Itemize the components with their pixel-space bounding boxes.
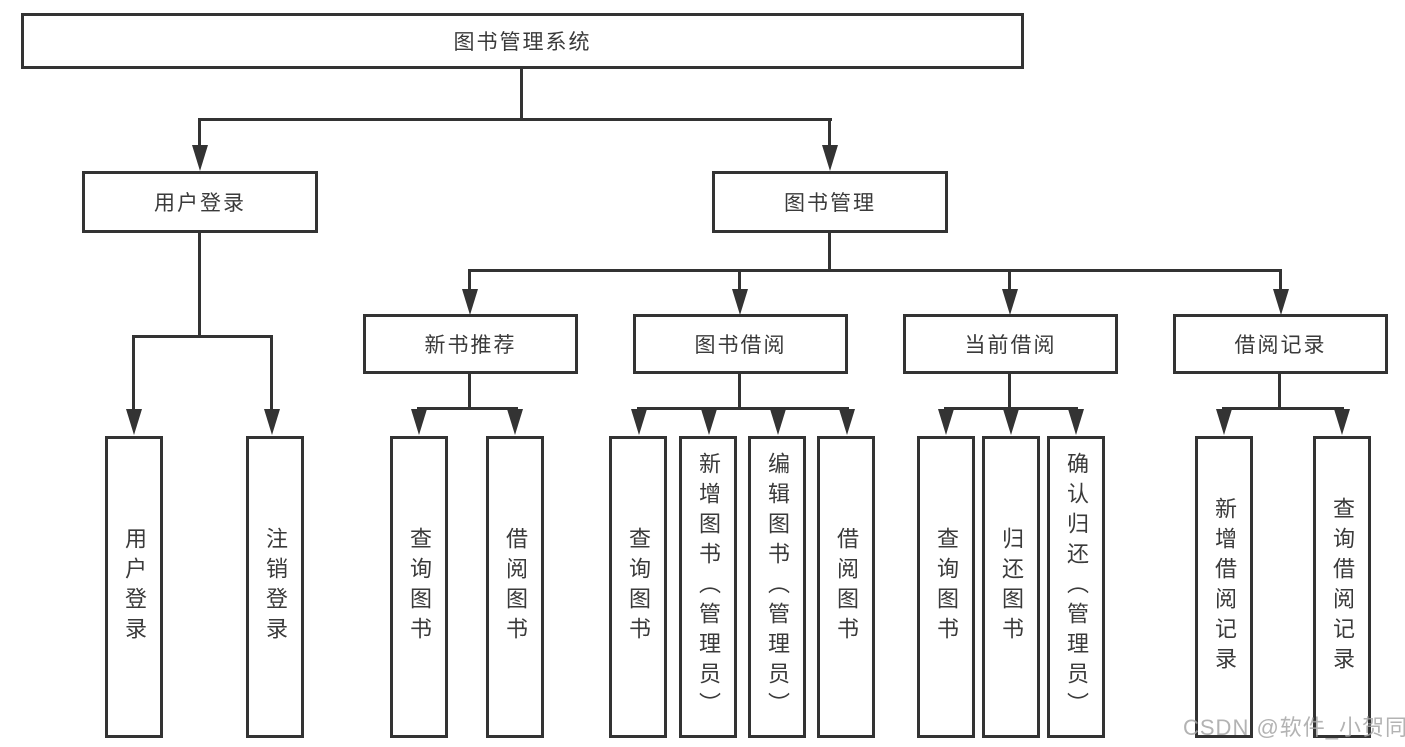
connector-line	[738, 269, 741, 293]
connector-line	[637, 407, 849, 410]
leaf-query-books-current: 查询图书	[917, 436, 975, 738]
leaf-user-login: 用户登录	[105, 436, 163, 738]
arrow-down-icon	[1216, 409, 1232, 435]
node-label: 查询图书	[407, 527, 432, 647]
arrow-down-icon	[770, 409, 786, 435]
node-new-book-recommend: 新书推荐	[363, 314, 578, 374]
node-label: 用户登录	[122, 527, 147, 647]
node-label: 注销登录	[263, 527, 288, 647]
arrow-down-icon	[264, 409, 280, 435]
node-label: 查询图书	[934, 527, 959, 647]
connector-line	[1008, 373, 1011, 409]
connector-line	[132, 335, 273, 338]
connector-line	[738, 373, 741, 409]
leaf-confirm-return-admin: 确认归还（管理员）	[1047, 436, 1105, 738]
node-current-borrow: 当前借阅	[903, 314, 1118, 374]
leaf-query-books-recommend: 查询图书	[390, 436, 448, 738]
leaf-return-book: 归还图书	[982, 436, 1040, 738]
arrow-down-icon	[938, 409, 954, 435]
connector-line	[1008, 269, 1011, 293]
connector-line	[1222, 407, 1344, 410]
connector-line	[468, 269, 1282, 272]
leaf-query-borrow-record: 查询借阅记录	[1313, 436, 1371, 738]
arrow-down-icon	[192, 145, 208, 171]
arrow-down-icon	[839, 409, 855, 435]
leaf-borrow-books-recommend: 借阅图书	[486, 436, 544, 738]
connector-line	[828, 118, 831, 148]
arrow-down-icon	[1068, 409, 1084, 435]
connector-line	[468, 269, 471, 293]
arrow-down-icon	[1003, 409, 1019, 435]
arrow-down-icon	[1273, 289, 1289, 315]
connector-line	[198, 118, 832, 121]
node-label: 编辑图书（管理员）	[765, 452, 790, 722]
arrow-down-icon	[822, 145, 838, 171]
node-book-borrow: 图书借阅	[633, 314, 848, 374]
node-label: 新增图书（管理员）	[696, 452, 721, 722]
connector-line	[944, 407, 1078, 410]
arrow-down-icon	[126, 409, 142, 435]
arrow-down-icon	[507, 409, 523, 435]
connector-line	[270, 335, 273, 411]
arrow-down-icon	[1002, 289, 1018, 315]
leaf-query-books-borrow: 查询图书	[609, 436, 667, 738]
connector-line	[1279, 269, 1282, 293]
leaf-edit-book-admin: 编辑图书（管理员）	[748, 436, 806, 738]
watermark-text: CSDN @软件_小贺同学	[1183, 715, 1405, 740]
arrow-down-icon	[701, 409, 717, 435]
connector-line	[468, 373, 471, 409]
connector-line	[828, 232, 831, 272]
arrow-down-icon	[462, 289, 478, 315]
connector-line	[198, 118, 201, 148]
node-user-login: 用户登录	[82, 171, 318, 233]
node-label: 借阅图书	[503, 527, 528, 647]
leaf-logout: 注销登录	[246, 436, 304, 738]
leaf-borrow-books: 借阅图书	[817, 436, 875, 738]
arrow-down-icon	[411, 409, 427, 435]
leaf-add-book-admin: 新增图书（管理员）	[679, 436, 737, 738]
leaf-add-borrow-record: 新增借阅记录	[1195, 436, 1253, 738]
node-label: 确认归还（管理员）	[1064, 452, 1089, 722]
connector-line	[520, 68, 523, 120]
connector-line	[132, 335, 135, 411]
node-label: 查询图书	[626, 527, 651, 647]
node-book-management: 图书管理	[712, 171, 948, 233]
node-label: 新增借阅记录	[1212, 497, 1237, 677]
arrow-down-icon	[732, 289, 748, 315]
connector-line	[417, 407, 518, 410]
connector-line	[1278, 373, 1281, 409]
node-label: 查询借阅记录	[1330, 497, 1355, 677]
node-library-system: 图书管理系统	[21, 13, 1024, 69]
node-label: 借阅图书	[834, 527, 859, 647]
node-borrow-records: 借阅记录	[1173, 314, 1388, 374]
connector-line	[198, 232, 201, 337]
node-label: 归还图书	[999, 527, 1024, 647]
arrow-down-icon	[1334, 409, 1350, 435]
arrow-down-icon	[631, 409, 647, 435]
